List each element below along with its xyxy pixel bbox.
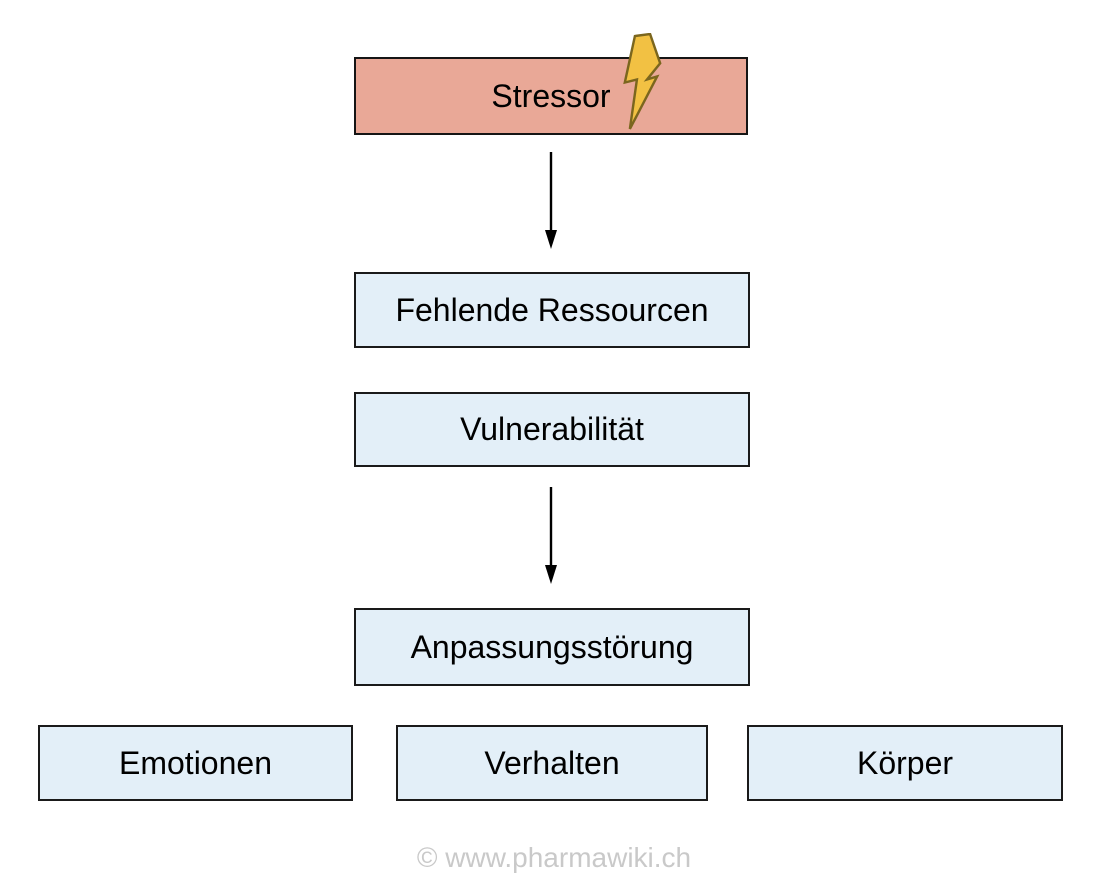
node-adjustment-disorder: Anpassungsstörung [354,608,750,686]
node-emotions-label: Emotionen [119,744,272,781]
node-behavior-label: Verhalten [484,744,620,781]
node-emotions: Emotionen [38,725,353,801]
lightning-bolt-icon [623,33,662,130]
arrow-vulnerability-to-disorder-icon [545,487,557,584]
node-body-label: Körper [856,744,954,781]
node-stressor-label: Stressor [491,77,611,114]
node-missing-resources-label: Fehlende Ressourcen [395,291,709,328]
node-vulnerability-label: Vulnerabilität [460,411,644,447]
node-adjustment-disorder-label: Anpassungsstörung [410,628,694,665]
node-vulnerability: Vulnerabilität [354,392,750,467]
node-missing-resources: Fehlende Ressourcen [354,272,750,348]
node-behavior: Verhalten [396,725,708,801]
node-body: Körper [747,725,1063,801]
watermark: © www.pharmawiki.ch [416,842,692,873]
arrow-stressor-to-resources-icon [545,152,557,249]
node-stressor: Stressor [354,57,748,135]
